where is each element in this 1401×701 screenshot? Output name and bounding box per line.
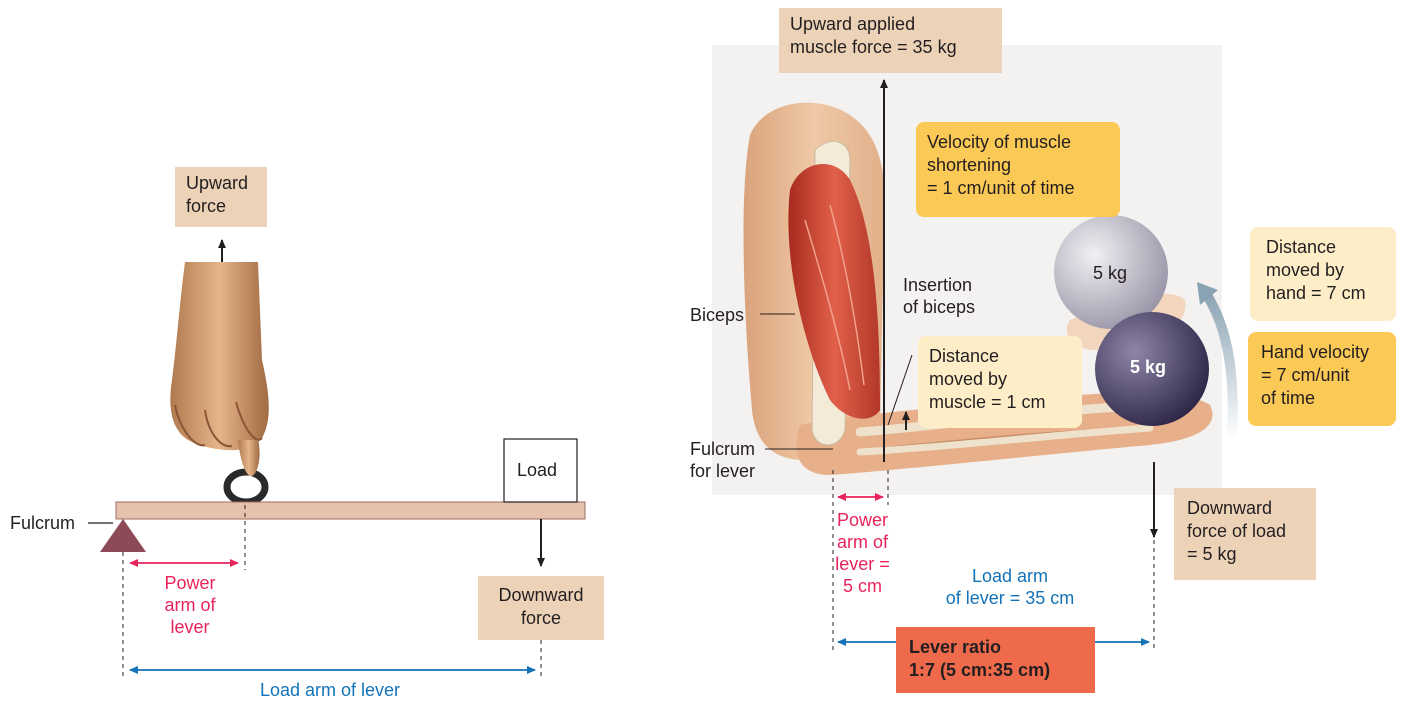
lever-plank <box>116 502 585 519</box>
muscle-velocity-label: Velocity of muscle shortening = 1 cm/uni… <box>916 122 1120 217</box>
muscle-distance-label: Distance moved by muscle = 1 cm <box>918 336 1082 428</box>
biceps-label: Biceps <box>690 304 744 326</box>
left-power-arm-label: Power arm of lever <box>140 572 240 638</box>
bottom-ball-weight-label: 5 kg <box>1118 356 1178 378</box>
hand-velocity-label: Hand velocity = 7 cm/unit of time <box>1248 332 1396 426</box>
hand-distance-label: Distance moved by hand = 7 cm <box>1250 227 1396 321</box>
left-load-arm-label: Load arm of lever <box>210 679 450 701</box>
fulcrum-for-lever-label: Fulcrum for lever <box>690 438 755 482</box>
downward-force-label: Downward force <box>478 576 604 640</box>
fulcrum-label: Fulcrum <box>10 512 75 534</box>
right-power-arm-label: Power arm of lever = 5 cm <box>825 509 900 597</box>
downward-load-label: Downward force of load = 5 kg <box>1174 488 1316 580</box>
upward-force-label: Upward force <box>175 167 267 227</box>
ring-icon <box>227 472 265 502</box>
fulcrum-triangle <box>100 519 146 552</box>
load-label: Load <box>517 459 557 481</box>
lever-ratio-title: Lever ratio <box>909 636 1082 659</box>
upward-muscle-force-label: Upward applied muscle force = 35 kg <box>779 8 1002 73</box>
lever-ratio-box: Lever ratio 1:7 (5 cm:35 cm) <box>896 627 1095 693</box>
hand-illustration <box>170 262 268 502</box>
downward-load-text: Downward force of load = 5 kg <box>1187 498 1286 564</box>
right-load-arm-label: Load arm of lever = 35 cm <box>930 565 1090 609</box>
biceps-insertion-label: Insertion of biceps <box>903 274 975 318</box>
lever-ratio-value: 1:7 (5 cm:35 cm) <box>909 659 1082 682</box>
top-ball-weight-label: 5 kg <box>1080 262 1140 284</box>
